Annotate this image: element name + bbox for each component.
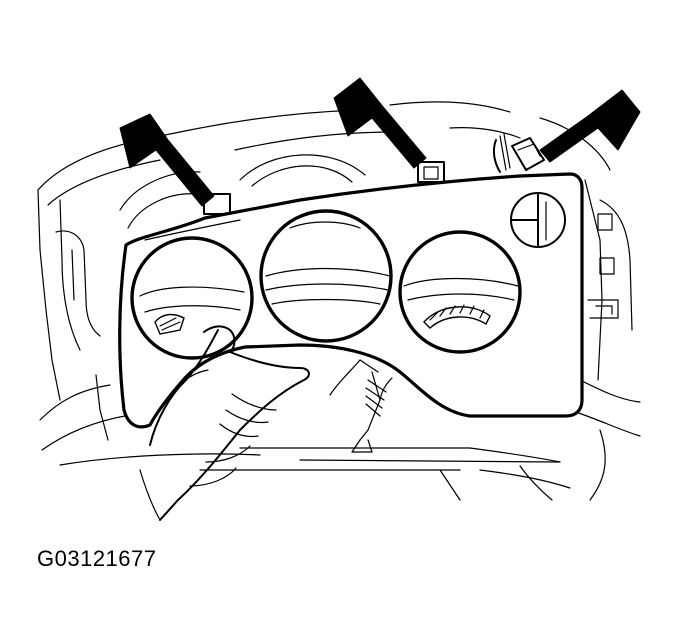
pointer-arrows (119, 77, 641, 207)
dashboard-background (37, 101, 641, 501)
indicator-lamp (510, 192, 566, 248)
arrow-icon (119, 113, 215, 207)
right-gauge (398, 230, 522, 354)
instrument-panel-removal-illustration (37, 77, 641, 521)
arrow-icon (539, 89, 641, 163)
center-gauge (259, 209, 393, 343)
wire-connector (492, 133, 545, 173)
center-clip (417, 161, 445, 183)
hand (139, 325, 310, 521)
figure-code: G03121677 (37, 546, 157, 571)
instrument-cluster-panel (118, 133, 584, 429)
left-gauge (130, 236, 254, 360)
arrow-icon (333, 77, 427, 169)
